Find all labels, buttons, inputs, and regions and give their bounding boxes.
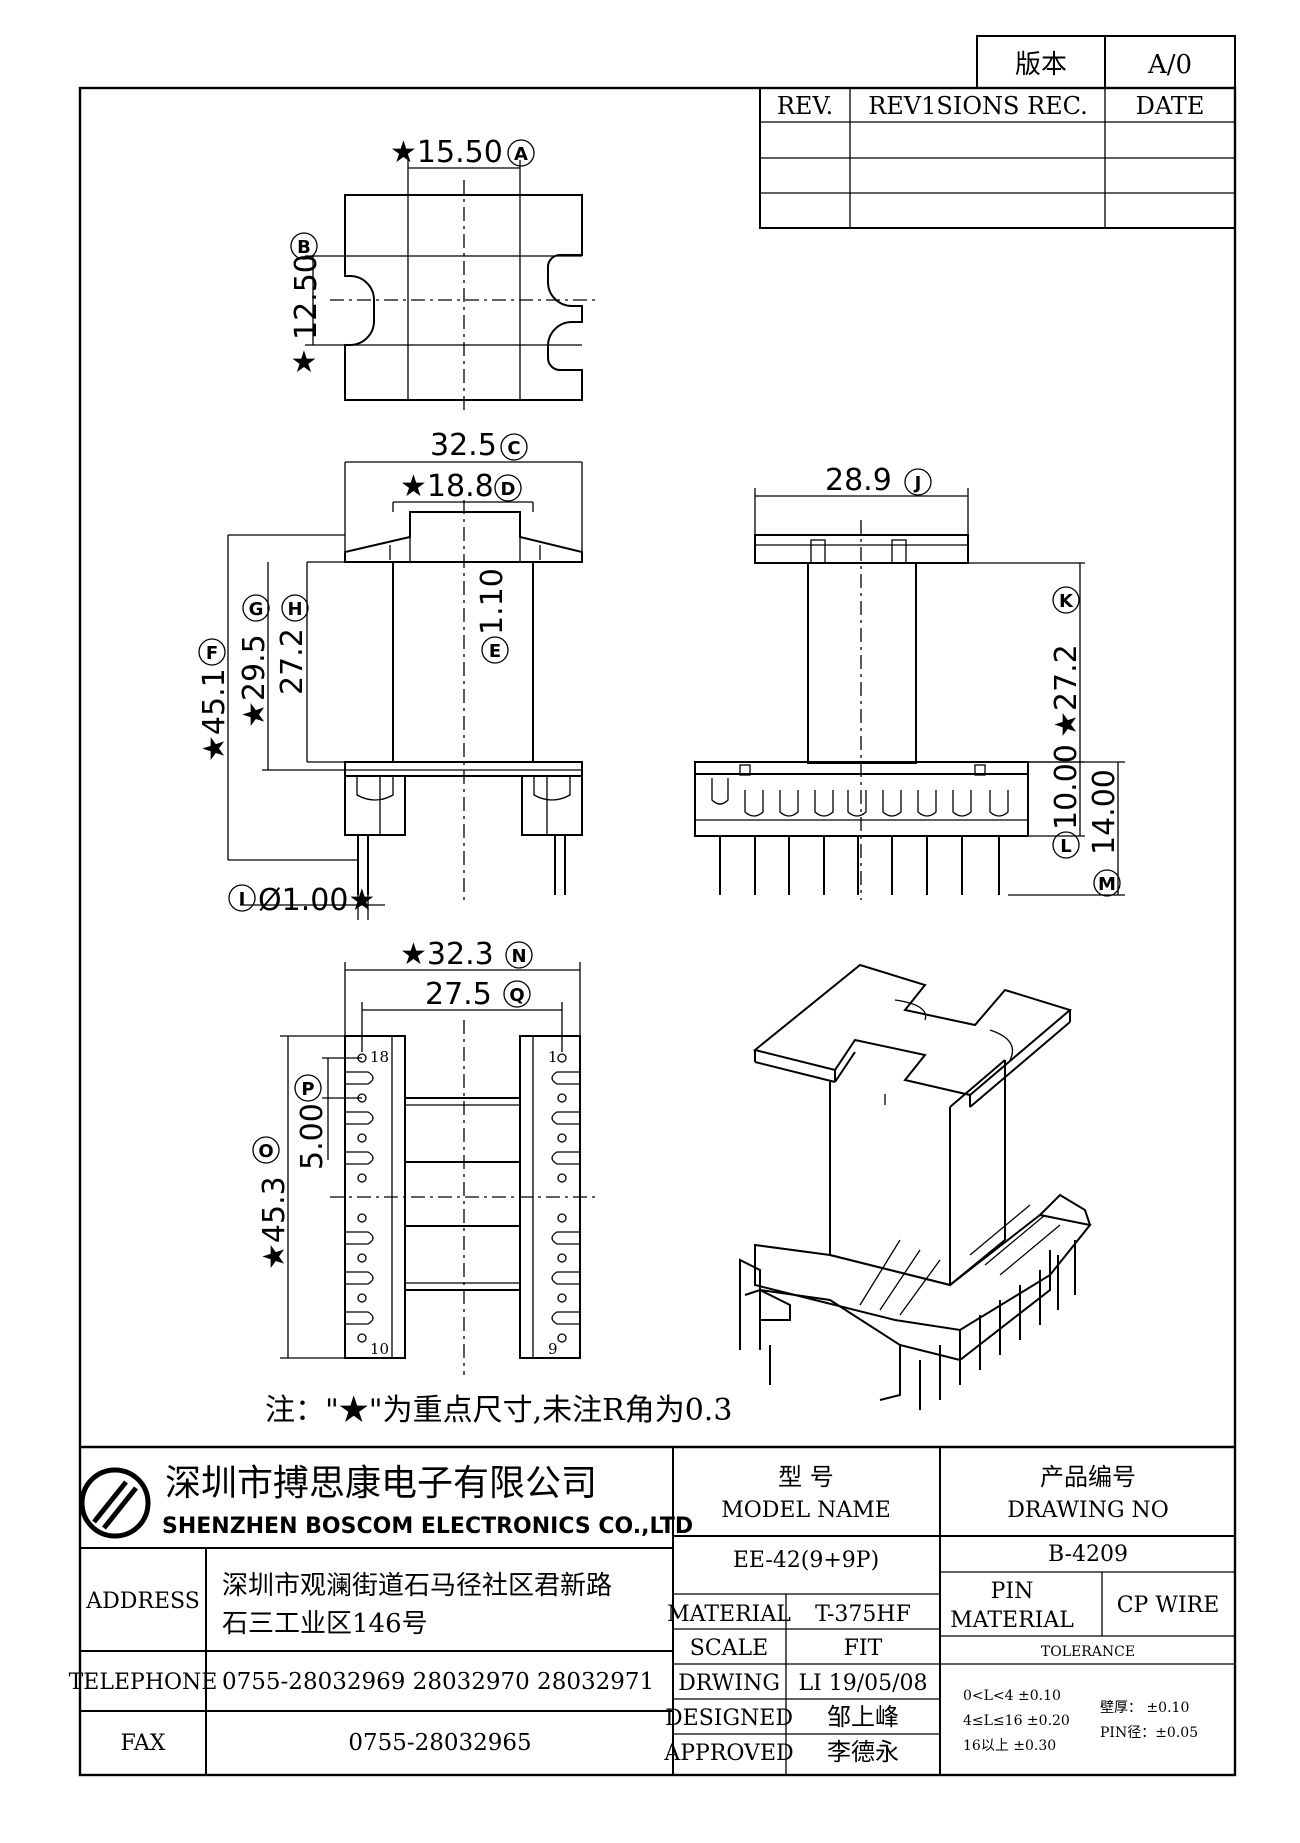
- drawing-no-value: B-4209: [1048, 1542, 1128, 1567]
- dim-k-tag: K: [1059, 591, 1074, 612]
- tolerance-pin: PIN径：±0.05: [1100, 1725, 1198, 1741]
- drawn-by-value: LI 19/05/08: [798, 1671, 927, 1696]
- company-logo-icon: [79, 1467, 151, 1539]
- dim-p-value: 5.00: [295, 1103, 330, 1170]
- revisions-col-header: REV1SIONS REC.: [868, 92, 1088, 120]
- model-name-cn: 型 号: [778, 1463, 834, 1491]
- dim-p-tag: P: [301, 1079, 314, 1100]
- dim-j-tag: J: [913, 473, 922, 494]
- designed-label: DESIGNED: [665, 1706, 793, 1731]
- note-text: 注："★"为重点尺寸,未注R角为0.3: [265, 1393, 732, 1428]
- dim-f-value: ★45.1: [197, 668, 232, 762]
- title-block: 深圳市搏思康电子有限公司 SHENZHEN BOSCOM ELECTRONICS…: [69, 1445, 1235, 1775]
- designed-by-value: 邹上峰: [827, 1703, 899, 1731]
- dim-d-tag: D: [501, 479, 516, 500]
- drawing-no-en: DRAWING NO: [1007, 1498, 1169, 1523]
- dim-b-star: ★: [291, 345, 318, 380]
- address-line-1: 深圳市观澜街道石马径社区君新路: [222, 1571, 612, 1601]
- dim-q-tag: Q: [509, 985, 524, 1006]
- tolerance-row-1: 0<L<4 ±0.10: [963, 1688, 1061, 1704]
- isometric-view: [739, 963, 1092, 1410]
- dim-q-value: 27.5: [425, 977, 492, 1012]
- pin-number-18: 18: [370, 1048, 389, 1066]
- dim-a-value: ★15.50: [390, 135, 503, 170]
- model-name-value: EE-42(9+9P): [733, 1548, 879, 1573]
- address-label: ADDRESS: [85, 1589, 200, 1614]
- top-view: ★15.50 A B 12.50 ★: [289, 135, 595, 415]
- dim-h-tag: H: [287, 599, 302, 620]
- dim-c-value: 32.5: [430, 428, 497, 463]
- dim-n-value: ★32.3: [400, 937, 494, 972]
- pin-material-label-1: PIN: [991, 1579, 1034, 1604]
- scale-label: SCALE: [690, 1636, 768, 1661]
- dim-d-value: ★18.8: [400, 469, 494, 504]
- version-value: A/0: [1147, 50, 1192, 80]
- telephone-label: TELEPHONE: [69, 1670, 218, 1695]
- fax-label: FAX: [121, 1731, 166, 1756]
- rev-col-header: REV.: [777, 92, 833, 120]
- drawn-label: DRWING: [678, 1671, 780, 1696]
- dim-i-value: Ø1.00★: [258, 883, 375, 918]
- dim-l-tag: L: [1060, 836, 1071, 857]
- side-view: 28.9 J K ★27.2 10.00 L 14.00 M: [694, 463, 1125, 900]
- dim-f-tag: F: [206, 643, 218, 664]
- pin-number-1: 1: [548, 1048, 558, 1066]
- iso-pins: [769, 1204, 1076, 1410]
- pin-number-10: 10: [370, 1340, 389, 1358]
- version-label: 版本: [1015, 50, 1067, 80]
- dim-a-tag: A: [514, 144, 528, 165]
- bottom-pin-slots: [345, 1053, 580, 1343]
- address-line-2: 石三工业区146号: [222, 1609, 428, 1639]
- tolerance-label: TOLERANCE: [1041, 1644, 1135, 1660]
- approved-label: APPROVED: [663, 1741, 793, 1766]
- dim-n-tag: N: [511, 946, 526, 967]
- dim-o-tag: O: [258, 1141, 273, 1162]
- approved-by-value: 李德永: [827, 1738, 899, 1766]
- telephone-value: 0755-28032969 28032970 28032971: [222, 1669, 654, 1695]
- pin-material-label-2: MATERIAL: [950, 1608, 1074, 1633]
- material-label: MATERIAL: [667, 1602, 791, 1627]
- dim-m-value: 14.00: [1087, 769, 1122, 855]
- dim-o-value: ★45.3: [257, 1176, 292, 1270]
- side-pins: [711, 764, 1009, 895]
- dim-c-tag: C: [507, 438, 520, 459]
- bottom-view: 18 1 10 9 ★32.3 N 27.5 Q O ★45.3 P 5.00: [252, 937, 595, 1375]
- dim-h-value: 27.2: [275, 628, 310, 695]
- dim-j-value: 28.9: [825, 463, 892, 498]
- dim-e-tag: E: [489, 641, 501, 662]
- revision-block: 版本 A/0 REV. REV1SIONS REC. DATE: [759, 35, 1236, 229]
- tolerance-row-3: 16以上 ±0.30: [963, 1738, 1056, 1754]
- pin-number-9: 9: [548, 1340, 558, 1358]
- dim-b-tag: B: [297, 237, 311, 258]
- dim-i-tag: I: [239, 889, 246, 910]
- company-name-cn: 深圳市搏思康电子有限公司: [165, 1463, 597, 1504]
- dim-g-value: ★29.5: [237, 634, 272, 728]
- tolerance-wall: 壁厚： ±0.10: [1100, 1700, 1189, 1716]
- dim-l-value: 10.00: [1049, 744, 1084, 830]
- date-col-header: DATE: [1136, 92, 1205, 120]
- material-value: T-375HF: [815, 1602, 911, 1627]
- model-name-en: MODEL NAME: [721, 1498, 891, 1523]
- dim-g-tag: G: [249, 599, 264, 620]
- tolerance-row-2: 4≤L≤16 ±0.20: [963, 1713, 1070, 1729]
- company-name-en: SHENZHEN BOSCOM ELECTRONICS CO.,LTD: [162, 1514, 693, 1539]
- fax-value: 0755-28032965: [348, 1730, 531, 1756]
- front-view: 32.5 C ★18.8 D 1.10 E F ★45.1 G ★29.5 H …: [197, 428, 583, 920]
- dim-m-tag: M: [1098, 874, 1116, 895]
- dim-b-value: 12.50: [289, 254, 324, 340]
- dim-e-value: 1.10: [475, 568, 510, 635]
- pin-material-value: CP WIRE: [1117, 1593, 1220, 1618]
- scale-value: FIT: [844, 1636, 883, 1661]
- drawing-no-cn: 产品编号: [1040, 1463, 1136, 1491]
- sheet-border: [78, 86, 1237, 1777]
- dim-k-value: ★27.2: [1049, 644, 1084, 738]
